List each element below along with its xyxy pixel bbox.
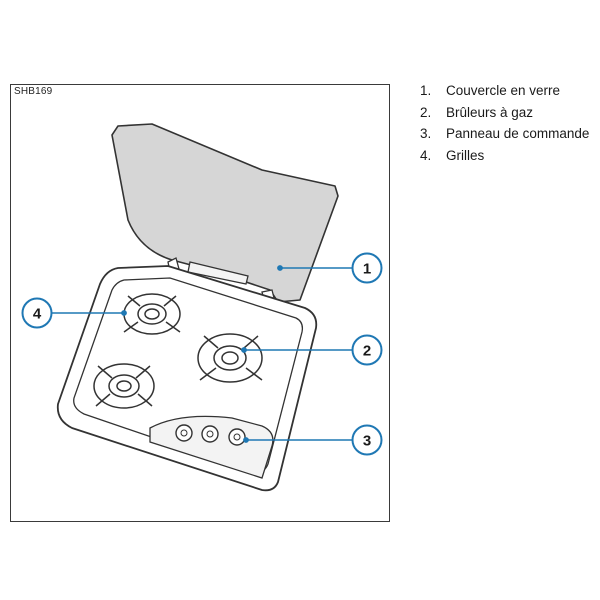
- callout-4: 4: [21, 297, 53, 329]
- legend-label: Brûleurs à gaz: [446, 104, 534, 120]
- callout-number: 2: [363, 343, 371, 360]
- callout-2: 2: [351, 334, 383, 366]
- callout-number: 1: [363, 261, 371, 278]
- control-knob-2: [201, 425, 219, 443]
- callout-number: 4: [33, 306, 42, 323]
- legend-number: 1.: [420, 83, 432, 98]
- legend-item-2: 2. Brûleurs à gaz: [420, 102, 589, 124]
- burner-grille-right: [197, 333, 263, 383]
- control-knob-1: [175, 424, 193, 442]
- parts-legend: 1. Couvercle en verre 2. Brûleurs à gaz 3.…: [420, 80, 589, 166]
- legend-item-3: 3. Panneau de commande: [420, 123, 589, 145]
- control-knob-3: [228, 428, 246, 446]
- legend-item-1: 1. Couvercle en verre: [420, 80, 589, 102]
- callout-number: 3: [363, 433, 371, 450]
- legend-number: 2.: [420, 104, 432, 120]
- callout-3: 3: [351, 424, 383, 456]
- leader-dot-1: [277, 265, 283, 271]
- legend-item-4: 4. Grilles: [420, 145, 589, 167]
- burner-grille-bottom-left: [93, 363, 155, 409]
- leader-dot-2: [241, 347, 247, 353]
- legend-label: Grilles: [446, 147, 485, 163]
- legend-number: 4.: [420, 147, 432, 163]
- leader-dot-3: [243, 437, 249, 443]
- legend-label: Couvercle en verre: [446, 83, 561, 98]
- illustration-frame: [10, 84, 390, 522]
- lid-bracket: [187, 261, 249, 285]
- legend-number: 3.: [420, 126, 432, 141]
- figure-reference-code: SHB169: [14, 86, 53, 97]
- leader-dot-4: [121, 310, 127, 316]
- glass-lid: [111, 123, 339, 303]
- legend-label: Panneau de commande: [446, 126, 590, 141]
- callout-1: 1: [351, 252, 383, 284]
